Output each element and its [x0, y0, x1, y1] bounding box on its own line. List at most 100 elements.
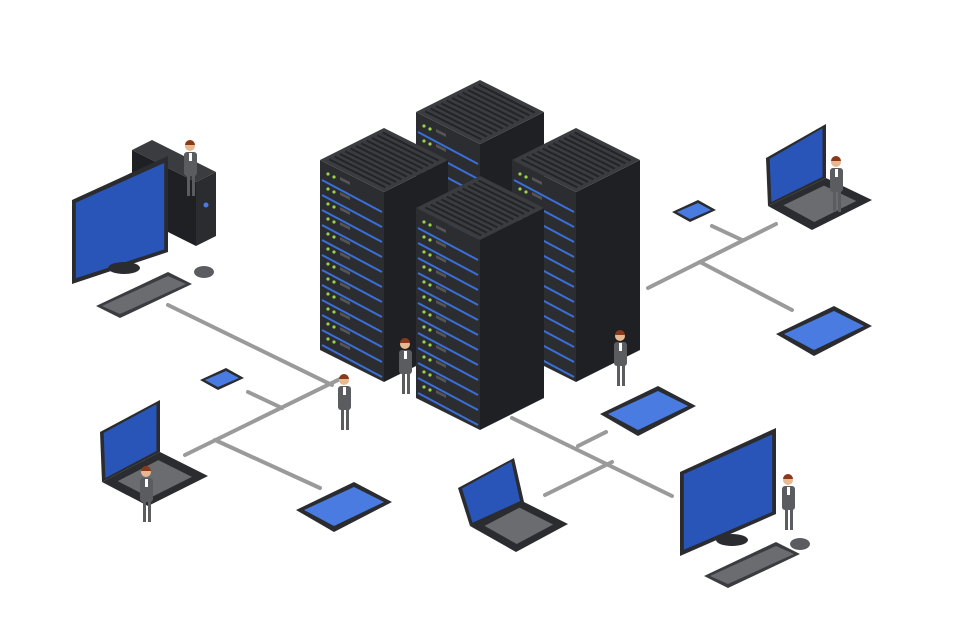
rack-vent-slat — [472, 182, 530, 213]
rack-unit-stripe — [417, 362, 479, 396]
rack-vent-slat — [552, 142, 610, 173]
rack-led — [326, 262, 330, 266]
rack-led — [422, 265, 426, 269]
rack-slot — [532, 191, 542, 200]
laptop-screen — [769, 128, 823, 203]
rack-unit-stripe — [321, 329, 383, 363]
person-torso — [830, 168, 843, 192]
rack-side-face — [480, 208, 544, 430]
rack-vent-slat — [547, 145, 605, 175]
rack-led — [332, 325, 336, 329]
rack-unit-stripe — [321, 224, 383, 258]
laptop-keyboard — [484, 507, 554, 545]
rack-vent-slat — [531, 153, 589, 183]
cable-line — [246, 390, 284, 410]
rack-slot — [340, 191, 350, 200]
rack-vent-slat — [424, 110, 482, 141]
rack-vent-slat — [467, 89, 525, 119]
rack-vent-slat — [355, 145, 413, 175]
laptop-top-right — [766, 124, 872, 230]
rack-vent-slat — [371, 137, 429, 167]
person-leg — [838, 190, 841, 212]
rack-led — [332, 205, 336, 209]
rack-vent-slat — [462, 91, 520, 122]
rack-vent-slat — [360, 142, 418, 173]
tablet-bottom-left — [296, 482, 392, 532]
rack-unit-stripe — [321, 314, 383, 348]
laptop-screen — [103, 404, 157, 478]
keyboard-keys — [710, 546, 794, 584]
rack-led — [326, 202, 330, 206]
cable-line — [183, 376, 344, 457]
laptop-left — [100, 400, 208, 506]
cable-line — [576, 430, 608, 448]
rack-slot — [436, 255, 446, 263]
rack-unit-stripe — [417, 131, 479, 165]
person-shirt — [343, 387, 346, 395]
rack-led — [428, 223, 432, 227]
cable-line — [646, 222, 778, 290]
person-shirt — [404, 351, 407, 359]
rack-unit-stripe — [321, 344, 383, 378]
desktop-monitor-right — [680, 428, 776, 556]
cable-line — [213, 438, 322, 490]
rack-unit-stripe — [417, 302, 479, 336]
rack-slot — [340, 236, 350, 245]
rack-vent-slat — [462, 187, 520, 218]
tablet-screen — [608, 391, 688, 430]
rack-led — [422, 325, 426, 329]
rack-slot — [340, 312, 350, 320]
rack-slot — [436, 300, 446, 308]
laptop-keyboard — [117, 460, 192, 498]
keyboard-right — [704, 542, 800, 588]
rack-vent-slat — [334, 155, 392, 186]
rack-led — [428, 283, 432, 287]
person-shirt — [189, 153, 192, 161]
rack-unit-stripe — [417, 227, 479, 261]
rack-slot — [436, 390, 446, 398]
rack-unit-stripe — [417, 377, 479, 411]
rack-led — [326, 232, 330, 236]
phone-screen — [205, 371, 239, 387]
rack-slot — [436, 345, 446, 353]
rack-led — [326, 247, 330, 251]
rack-led — [428, 373, 432, 377]
rack-slot — [340, 221, 350, 230]
person-hair — [141, 466, 151, 471]
person-shirt — [835, 169, 838, 177]
rack-unit-stripe — [513, 179, 575, 213]
rack-unit-stripe — [417, 317, 479, 351]
person-on-phone — [614, 330, 627, 386]
rack-led — [422, 355, 426, 359]
rack-unit-stripe — [321, 179, 383, 213]
rack-unit-stripe — [417, 287, 479, 321]
person-torso — [184, 152, 197, 176]
rack-slot — [532, 176, 542, 185]
person-torso — [140, 478, 153, 502]
rack-led — [428, 388, 432, 392]
rack-led — [518, 172, 522, 176]
rack-led — [326, 217, 330, 221]
rack-led — [422, 235, 426, 239]
rack-led — [428, 343, 432, 347]
rack-vent-slat — [446, 99, 504, 130]
rack-led — [422, 295, 426, 299]
person-at-monitor — [782, 474, 795, 530]
tower-front — [196, 172, 216, 246]
monitor-screen — [683, 434, 773, 550]
rack-led — [422, 280, 426, 284]
rack-slot — [340, 176, 350, 185]
rack-led — [428, 127, 432, 131]
devices — [72, 124, 872, 588]
person-leg — [622, 364, 625, 386]
cable-line — [543, 460, 614, 497]
rack-led — [326, 172, 330, 176]
rack-led — [332, 310, 336, 314]
person-leg — [833, 190, 836, 212]
person-shirt — [145, 479, 148, 487]
person-hair — [185, 140, 195, 145]
rack-unit-stripe — [321, 269, 383, 303]
rack-vent-slat — [456, 94, 514, 125]
rack-vent-slat — [456, 190, 514, 221]
rack-led — [422, 385, 426, 389]
